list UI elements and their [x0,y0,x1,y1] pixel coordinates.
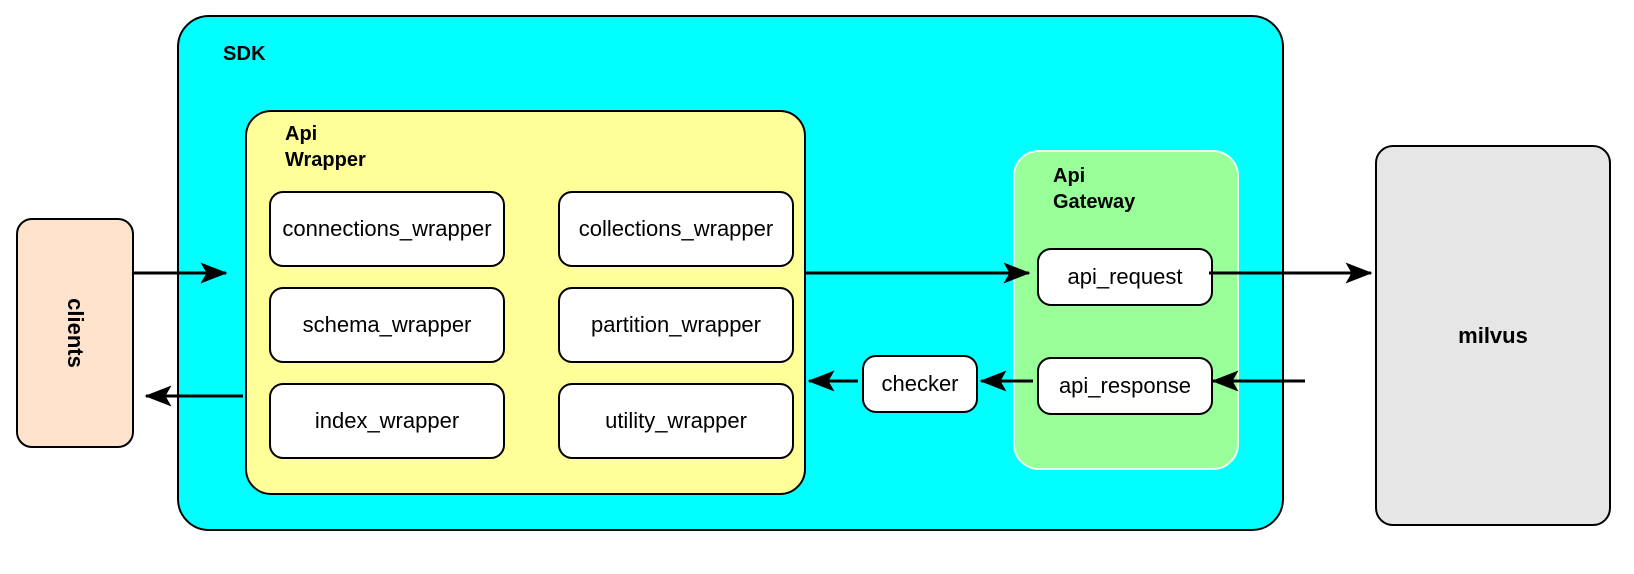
module-partition-wrapper[interactable]: partition_wrapper [558,287,794,363]
endpoint-api-request[interactable]: api_request [1037,248,1213,306]
milvus-box[interactable]: milvus [1375,145,1611,526]
clients-label: clients [62,298,88,368]
checker-label: checker [881,371,959,396]
api-gateway-container[interactable]: Api Gateway api_request api_response [1013,150,1239,470]
module-label: index_wrapper [314,408,460,433]
milvus-label: milvus [1458,322,1528,348]
module-utility-wrapper[interactable]: utility_wrapper [558,383,794,459]
module-label: schema_wrapper [302,312,472,337]
module-collections-wrapper[interactable]: collections_wrapper [558,191,794,267]
module-label: connections_wrapper [282,216,492,241]
checker-box[interactable]: checker [862,355,978,413]
api-wrapper-label: Api Wrapper [285,123,366,171]
api-wrapper-container[interactable]: Api Wrapper connections_wrapper collecti… [245,110,806,495]
module-label: partition_wrapper [591,312,761,337]
sdk-label: SDK [223,43,266,65]
sdk-container[interactable]: SDK Api Wrapper connections_wrapper coll… [177,15,1284,531]
endpoint-api-response[interactable]: api_response [1037,357,1213,415]
module-label: utility_wrapper [605,408,747,433]
endpoint-label: api_response [1058,373,1192,398]
module-label: collections_wrapper [578,216,774,241]
module-connections-wrapper[interactable]: connections_wrapper [269,191,505,267]
module-index-wrapper[interactable]: index_wrapper [269,383,505,459]
endpoint-label: api_request [1067,264,1183,289]
clients-box[interactable]: clients [16,218,134,448]
api-gateway-label: Api Gateway [1053,165,1136,213]
module-schema-wrapper[interactable]: schema_wrapper [269,287,505,363]
